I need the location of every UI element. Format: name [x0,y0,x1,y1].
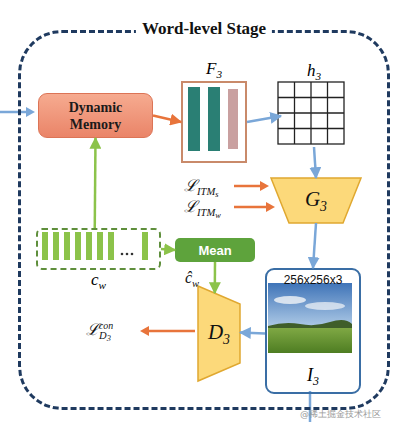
text-part: w [99,279,106,291]
text-part: F [206,59,216,78]
connector-arrow [94,138,97,228]
text-part: 3 [223,331,230,346]
node-text: cw [38,270,159,291]
connector-arrow [214,262,217,293]
feature-bars [188,87,238,151]
node-text: I3 [267,365,359,389]
text-part: G [305,187,320,211]
text-part: c [91,270,99,289]
connector-arrow [240,331,265,334]
text-part: ℒ [184,198,197,215]
text-part: 3 [216,68,222,80]
hidden-grid [278,82,344,144]
connector-arrow [314,147,316,178]
text-part: s [215,190,218,199]
node-text: Mean [198,243,231,258]
mean-box: Mean [175,238,255,262]
text-part: 3 [313,374,319,388]
connector-arrow [313,223,316,268]
text-part: ĉ [185,269,192,286]
generated-image [268,283,352,353]
loss-label: ℒITMw [184,195,221,220]
text-part: 3 [320,198,327,213]
node-text: Dynamic Memory [53,99,139,133]
text-part: w [215,211,221,220]
node-text: D3 [208,320,230,348]
node-text: G3 [305,187,327,215]
node-text: Word-level Stage [136,19,272,39]
shape-fill [271,178,361,223]
text-part: ITM [197,186,215,197]
node-text: F3 [183,59,245,80]
text-part: ℒ [184,177,197,194]
node-text: 256x256x3 [267,273,359,287]
text-part: w [192,277,199,288]
connector-arrow [247,116,281,122]
connector-arrow [161,249,175,250]
text-part: ITM [197,207,215,218]
image-frame: 256x256x3I3 [265,268,361,394]
text-part: h [307,61,316,80]
text-part: ℒ [86,321,99,338]
itm-arrows [234,181,275,212]
shape-fill [198,286,240,381]
memory-box: Dynamic Memory [38,93,153,138]
feature-box: F3 [181,81,247,163]
generator: G3 [271,178,361,223]
stage-frame: Word-level StageDynamic MemoryF3h3G3cwMe… [18,30,390,410]
text-part: 3 [107,334,111,343]
edge-label: ĉw [185,269,199,289]
hidden-grid: h3 [281,85,347,147]
loss-label: ℒITMs [184,174,218,199]
word-vector-bars [42,232,148,260]
text-part: con [99,320,113,331]
text-part: D [208,320,223,344]
discriminator: D3 [198,286,240,381]
word-vectors: cw [36,228,161,270]
text-part: 3 [315,70,321,82]
watermark: @稀土掘金技术社区 [300,408,381,421]
loss-arrow [140,326,195,336]
text-part: D [99,330,107,341]
node-text: h3 [281,61,347,82]
connector-arrow [153,116,181,123]
loss-label: ℒD3 con [86,318,113,343]
text-part: I [307,365,313,385]
